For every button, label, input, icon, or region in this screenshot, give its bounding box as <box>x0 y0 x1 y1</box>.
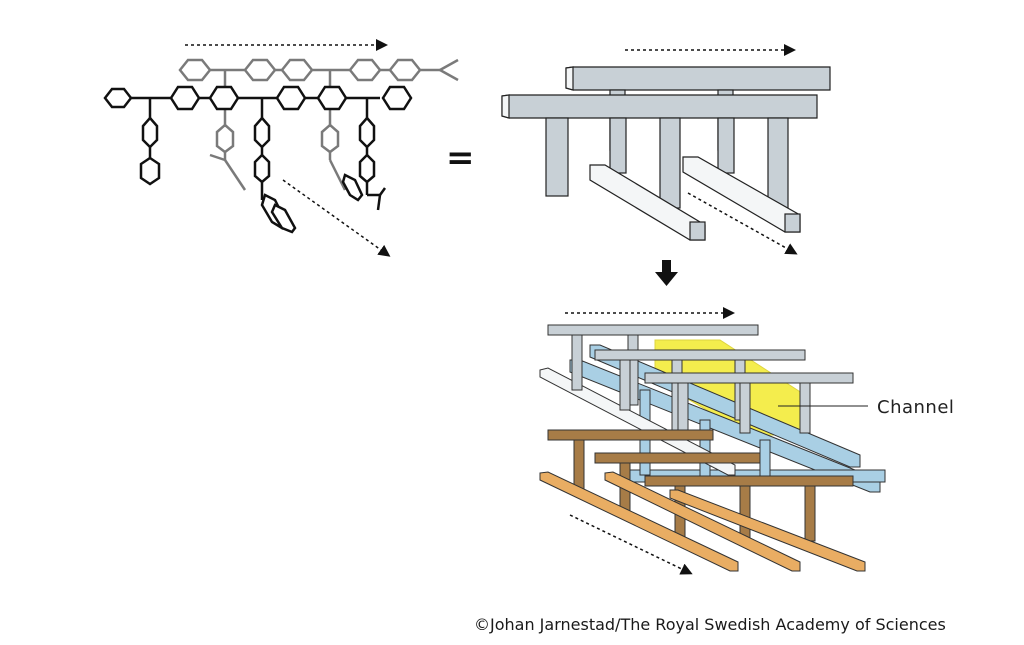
grey-polymer-chain <box>178 58 459 191</box>
direction-arrow-diagonal <box>282 179 391 257</box>
direction-arrow-diagonal <box>569 514 693 575</box>
direction-arrow-diagonal <box>687 192 798 255</box>
stacked-framework <box>539 307 886 575</box>
equals-sign: = <box>446 138 475 178</box>
channel-label: Channel <box>877 397 955 418</box>
down-arrow-icon <box>655 260 678 286</box>
image-credit: ©Johan Jarnestad/The Royal Swedish Acade… <box>474 615 946 634</box>
molecular-structure <box>103 39 459 257</box>
schematic-comb <box>501 44 831 255</box>
black-polymer-chain <box>103 85 413 234</box>
